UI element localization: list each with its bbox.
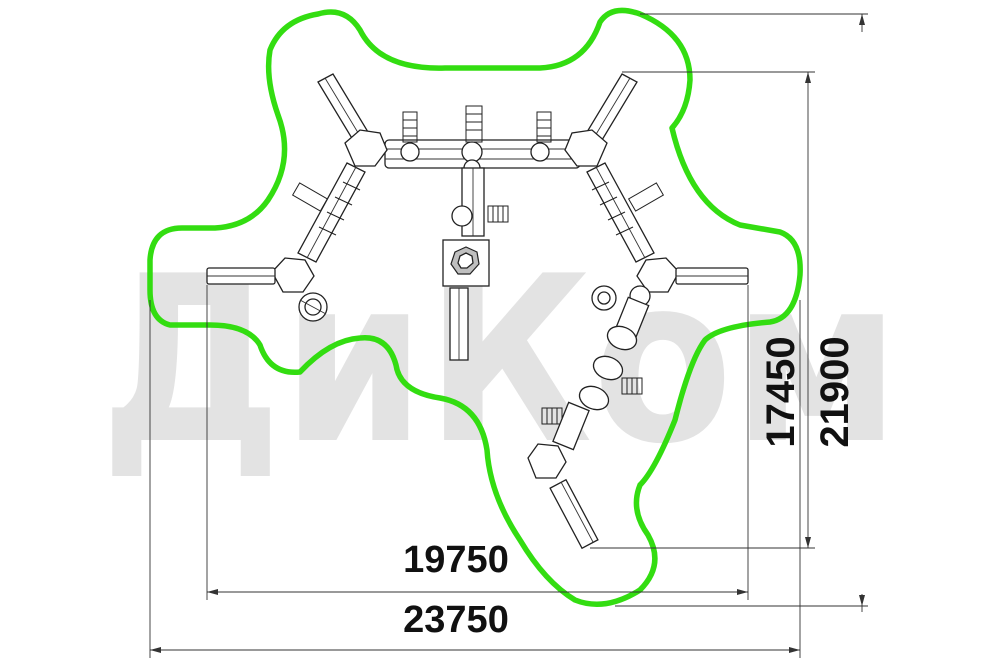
right-diagonal-bridge: [586, 162, 665, 263]
top-right-slide: [586, 73, 638, 141]
dimension-inner-width: 19750: [403, 539, 509, 581]
dimension-lines: [149, 13, 868, 658]
play-structure: [206, 73, 749, 550]
left-diagonal-bridge: [291, 162, 366, 263]
bottom-right-chain: [527, 285, 651, 550]
tower-top-right: [564, 129, 608, 167]
right-slide: [675, 267, 749, 285]
dimension-outer-height: 21900: [813, 336, 857, 447]
dimension-inner-height: 17450: [759, 336, 803, 447]
left-slide: [206, 267, 276, 285]
left-spiral: [298, 292, 328, 322]
tower-left: [271, 257, 315, 293]
center-column: [442, 167, 509, 361]
tower-top-left: [344, 129, 388, 167]
top-ladders: [402, 105, 552, 143]
dimension-outer-width: 23750: [403, 599, 509, 641]
safety-zone-outline: [147, 7, 803, 607]
